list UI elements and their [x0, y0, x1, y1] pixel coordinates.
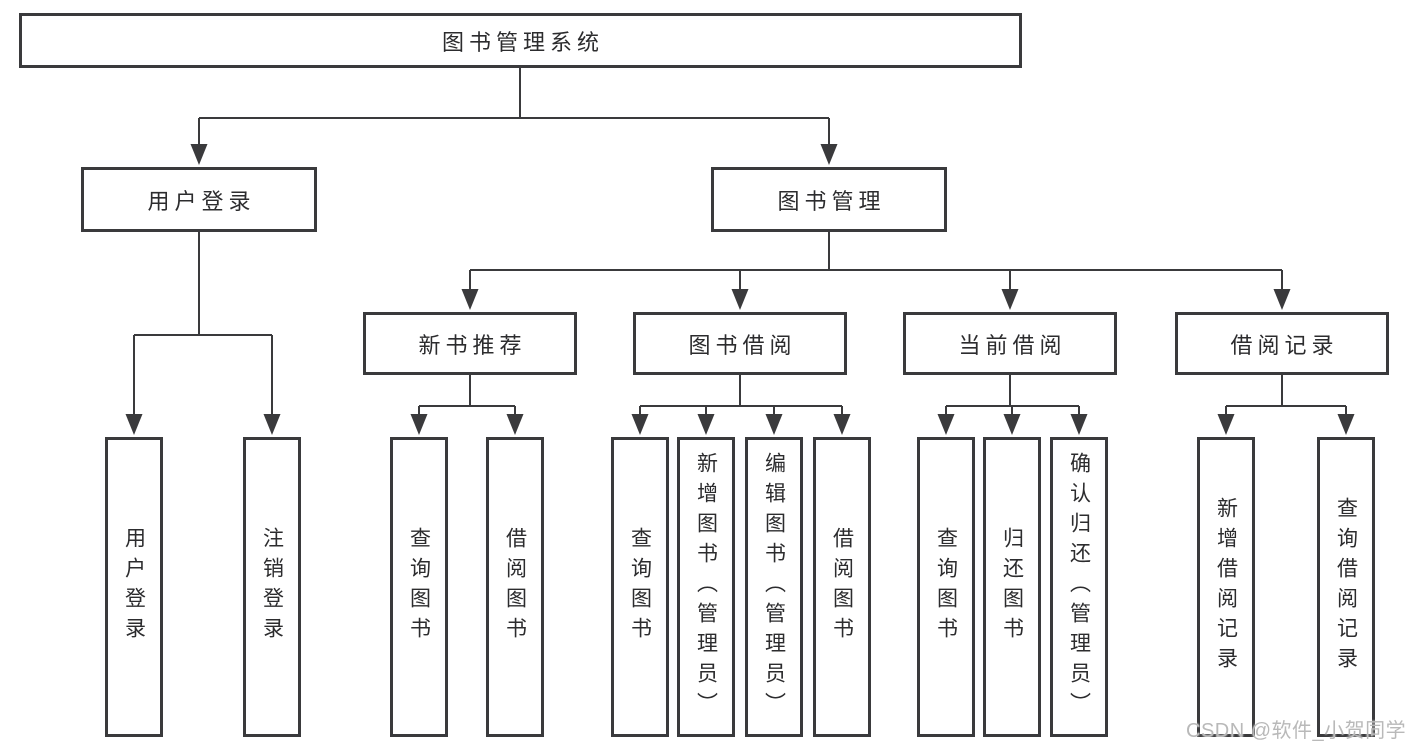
node-user-login: 用户登录 — [81, 167, 317, 232]
leaf-query-books-2-label: 查询图书 — [628, 527, 652, 647]
leaf-borrow-books-2: 借阅图书 — [813, 437, 871, 737]
leaf-confirm-return-admin-label: 确认归还（管理员） — [1067, 452, 1091, 722]
leaf-add-borrow-record-label: 新增借阅记录 — [1214, 497, 1238, 677]
node-borrow-records: 借阅记录 — [1175, 312, 1389, 375]
leaf-user-login-label: 用户登录 — [122, 527, 146, 647]
leaf-query-borrow-record: 查询借阅记录 — [1317, 437, 1375, 737]
leaf-logout: 注销登录 — [243, 437, 301, 737]
leaf-edit-books-admin-label: 编辑图书（管理员） — [762, 452, 786, 722]
node-root: 图书管理系统 — [19, 13, 1022, 68]
leaf-logout-label: 注销登录 — [260, 527, 284, 647]
leaf-query-books-2: 查询图书 — [611, 437, 669, 737]
arrowheads — [125, 144, 1355, 435]
leaf-query-books-1: 查询图书 — [390, 437, 448, 737]
leaf-edit-books-admin: 编辑图书（管理员） — [745, 437, 803, 737]
leaf-add-borrow-record: 新增借阅记录 — [1197, 437, 1255, 737]
leaf-query-borrow-record-label: 查询借阅记录 — [1334, 497, 1358, 677]
leaf-query-books-3: 查询图书 — [917, 437, 975, 737]
leaf-confirm-return-admin: 确认归还（管理员） — [1050, 437, 1108, 737]
node-new-book-recommend: 新书推荐 — [363, 312, 577, 375]
leaf-return-books-label: 归还图书 — [1000, 527, 1024, 647]
node-current-borrow: 当前借阅 — [903, 312, 1117, 375]
leaf-query-books-3-label: 查询图书 — [934, 527, 958, 647]
leaf-borrow-books-1: 借阅图书 — [486, 437, 544, 737]
leaf-add-books-admin-label: 新增图书（管理员） — [694, 452, 718, 722]
watermark-text: CSDN @软件_小贺同学 — [1186, 720, 1405, 742]
leaf-query-books-1-label: 查询图书 — [407, 527, 431, 647]
leaf-return-books: 归还图书 — [983, 437, 1041, 737]
node-book-borrow: 图书借阅 — [633, 312, 847, 375]
leaf-add-books-admin: 新增图书（管理员） — [677, 437, 735, 737]
leaf-user-login: 用户登录 — [105, 437, 163, 737]
leaf-borrow-books-1-label: 借阅图书 — [503, 527, 527, 647]
node-book-management: 图书管理 — [711, 167, 947, 232]
leaf-borrow-books-2-label: 借阅图书 — [830, 527, 854, 647]
